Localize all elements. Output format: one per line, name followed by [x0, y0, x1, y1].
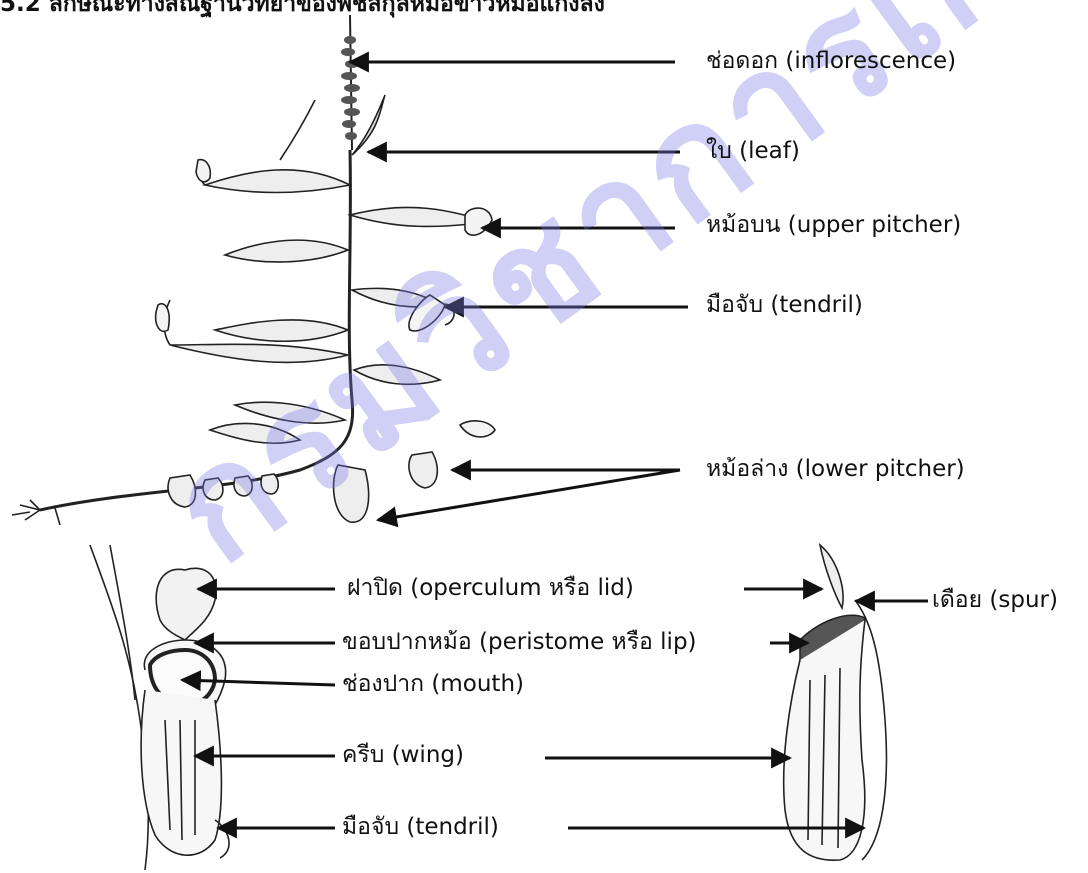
inflorescence-flowers [341, 36, 360, 140]
label-inflorescence: ช่อดอก (inflorescence) [706, 50, 956, 73]
pitcher-front-illustration [90, 545, 229, 870]
label-wing: ครีบ (wing) [342, 744, 464, 767]
label-upper-pitcher: หม้อบน (upper pitcher) [706, 214, 961, 237]
plant-illustration [12, 15, 495, 525]
label-leaf: ใบ (leaf) [706, 140, 800, 163]
label-lower-pitcher: หม้อล่าง (lower pitcher) [706, 458, 965, 481]
label-tendril-top: มือจับ (tendril) [706, 294, 863, 317]
label-mouth: ช่องปาก (mouth) [342, 673, 524, 696]
label-tendril-bottom: มือจับ (tendril) [342, 816, 499, 839]
label-peristome: ขอบปากหม้อ (peristome หรือ lip) [342, 631, 697, 654]
pitcher-side-illustration [784, 545, 887, 860]
label-lid: ฝาปิด (operculum หรือ lid) [347, 577, 634, 600]
label-spur: เดือย (spur) [932, 589, 1058, 612]
